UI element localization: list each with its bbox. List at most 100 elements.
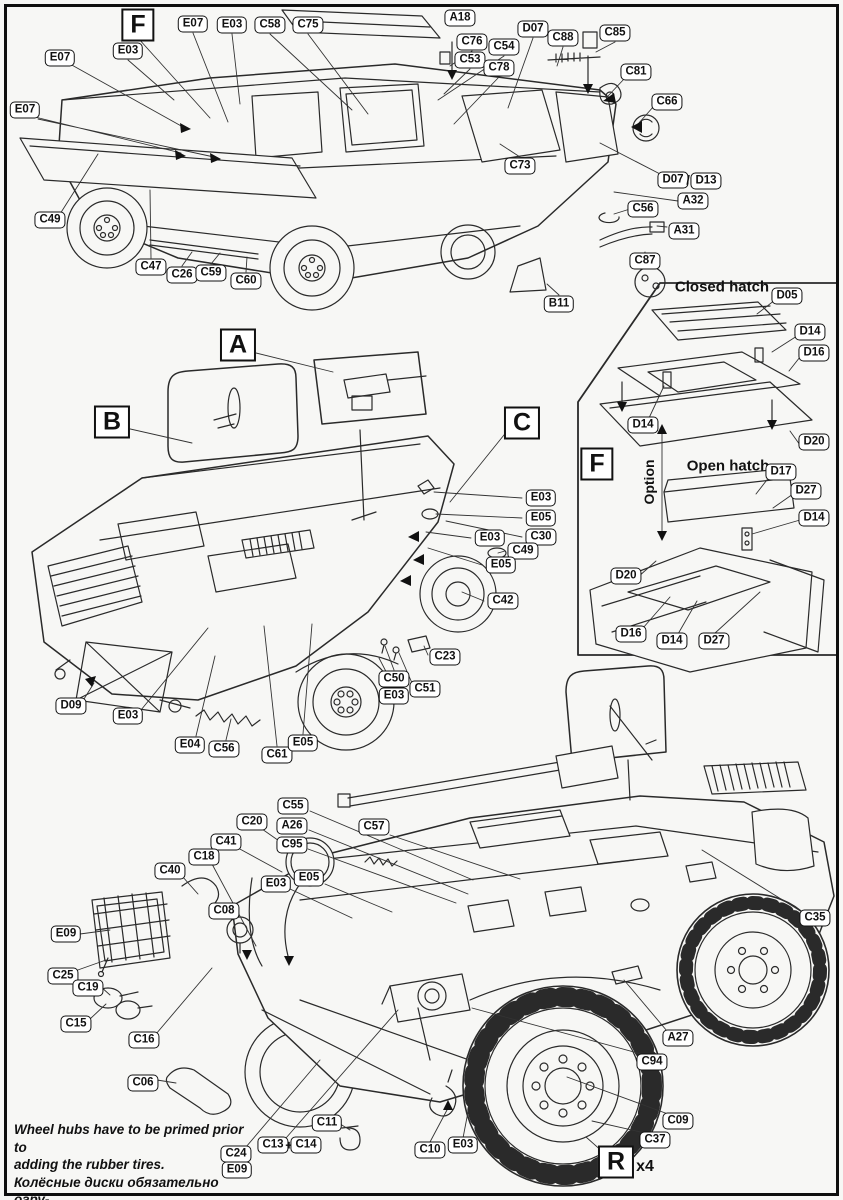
- part-callout-c61: C61: [261, 746, 293, 764]
- part-callout-c54: C54: [488, 38, 520, 56]
- part-callout-c11: C11: [311, 1114, 343, 1132]
- part-callout-a31: A31: [668, 222, 700, 240]
- part-callout-c57: C57: [358, 818, 390, 836]
- inset-title: Open hatch: [686, 457, 770, 475]
- part-callout-d05: D05: [771, 287, 803, 305]
- part-callout-c47: C47: [135, 258, 167, 276]
- note-line-en-2: adding the rubber tires.: [14, 1157, 165, 1173]
- notes-block: Wheel hubs have to be primed prior to ad…: [14, 1121, 254, 1200]
- part-callout-c37: C37: [639, 1131, 671, 1149]
- part-callout-c60: C60: [230, 272, 262, 290]
- part-callout-d07: D07: [657, 171, 689, 189]
- part-callout-c58: C58: [254, 16, 286, 34]
- part-callout-c51: C51: [409, 680, 441, 698]
- section-letter-f: F: [121, 8, 155, 42]
- part-callout-c87: C87: [629, 252, 661, 270]
- separator-glyph: /: [686, 172, 690, 188]
- part-callout-c30: C30: [525, 528, 557, 546]
- part-callout-c59: C59: [195, 264, 227, 282]
- part-callout-c25: C25: [47, 967, 79, 985]
- part-callout-d14: D14: [627, 416, 659, 434]
- part-callout-c16: C16: [128, 1031, 160, 1049]
- part-callout-c14: C14: [290, 1136, 322, 1154]
- inset-title: Closed hatch: [674, 278, 770, 296]
- part-callout-c49: C49: [507, 542, 539, 560]
- part-callout-d20: D20: [610, 567, 642, 585]
- part-callout-e03: E03: [112, 42, 144, 60]
- part-callout-c56: C56: [208, 740, 240, 758]
- part-callout-c19: C19: [72, 979, 104, 997]
- part-callout-c66: C66: [651, 93, 683, 111]
- part-callout-c15: C15: [60, 1015, 92, 1033]
- illustration-bottom-vehicle: [91, 665, 835, 1187]
- part-callout-e03: E03: [525, 489, 557, 507]
- part-callout-c18: C18: [188, 848, 220, 866]
- separator-glyph: +: [285, 1137, 293, 1153]
- part-callout-e07: E07: [44, 49, 76, 67]
- part-callout-e03: E03: [216, 16, 248, 34]
- part-callout-e03: E03: [447, 1136, 479, 1154]
- part-callout-c10: C10: [414, 1141, 446, 1159]
- part-callout-c50: C50: [378, 670, 410, 688]
- part-callout-d14: D14: [798, 509, 830, 527]
- part-callout-c06: C06: [127, 1074, 159, 1092]
- part-callout-a18: A18: [444, 9, 476, 27]
- arrowheads: [85, 70, 777, 1110]
- section-letter-a: A: [219, 328, 257, 362]
- part-callout-c24: C24: [220, 1145, 252, 1163]
- part-callout-c94: C94: [636, 1053, 668, 1071]
- part-callout-e03: E03: [378, 687, 410, 705]
- part-callout-c41: C41: [210, 833, 242, 851]
- note-line-en-1: Wheel hubs have to be primed prior to: [14, 1122, 244, 1155]
- note-line-ru-1: Колёсные диски обязательно огру-: [14, 1174, 219, 1200]
- part-callout-e05: E05: [485, 556, 517, 574]
- part-callout-d16: D16: [798, 344, 830, 362]
- part-callout-e03: E03: [474, 529, 506, 547]
- part-callout-d20: D20: [798, 433, 830, 451]
- part-callout-e03: E03: [112, 707, 144, 725]
- part-callout-e07: E07: [9, 101, 41, 119]
- section-letter-b: B: [93, 405, 131, 439]
- part-callout-e05: E05: [293, 869, 325, 887]
- part-callout-a26: A26: [276, 817, 308, 835]
- part-callout-a27: A27: [662, 1029, 694, 1047]
- part-callout-d27: D27: [698, 632, 730, 650]
- part-callout-c42: C42: [487, 592, 519, 610]
- part-callout-c26: C26: [166, 266, 198, 284]
- part-callout-d27: D27: [790, 482, 822, 500]
- part-callout-e09: E09: [50, 925, 82, 943]
- part-callout-c53: C53: [454, 51, 486, 69]
- part-callout-e09: E09: [221, 1161, 253, 1179]
- part-callout-c76: C76: [456, 33, 488, 51]
- section-letter-c: C: [503, 406, 541, 440]
- part-callout-e03: E03: [260, 875, 292, 893]
- part-callout-c40: C40: [154, 862, 186, 880]
- part-callout-c75: C75: [292, 16, 324, 34]
- part-callout-c85: C85: [599, 24, 631, 42]
- option-label: Option: [641, 459, 657, 505]
- illustration-top-vehicle: [19, 9, 666, 311]
- part-callout-c13: C13: [257, 1136, 289, 1154]
- part-callout-c55: C55: [277, 797, 309, 815]
- part-callout-c88: C88: [547, 29, 579, 47]
- part-callout-c73: C73: [504, 157, 536, 175]
- part-callout-d14: D14: [794, 323, 826, 341]
- multiplier-label: x4: [636, 1158, 654, 1175]
- part-callout-e05: E05: [525, 509, 557, 527]
- section-letter-r: R: [597, 1145, 635, 1179]
- part-callout-d09: D09: [55, 697, 87, 715]
- part-callout-c78: C78: [483, 59, 515, 77]
- part-callout-d13: D13: [690, 172, 722, 190]
- part-callout-e07: E07: [177, 15, 209, 33]
- part-callout-d17: D17: [765, 463, 797, 481]
- part-callout-c49: C49: [34, 211, 66, 229]
- part-callout-e05: E05: [287, 734, 319, 752]
- part-callout-b11: B11: [543, 295, 575, 313]
- part-callout-d07: D07: [517, 20, 549, 38]
- part-callout-c95: C95: [276, 836, 308, 854]
- part-callout-c81: C81: [620, 63, 652, 81]
- part-callout-c08: C08: [208, 902, 240, 920]
